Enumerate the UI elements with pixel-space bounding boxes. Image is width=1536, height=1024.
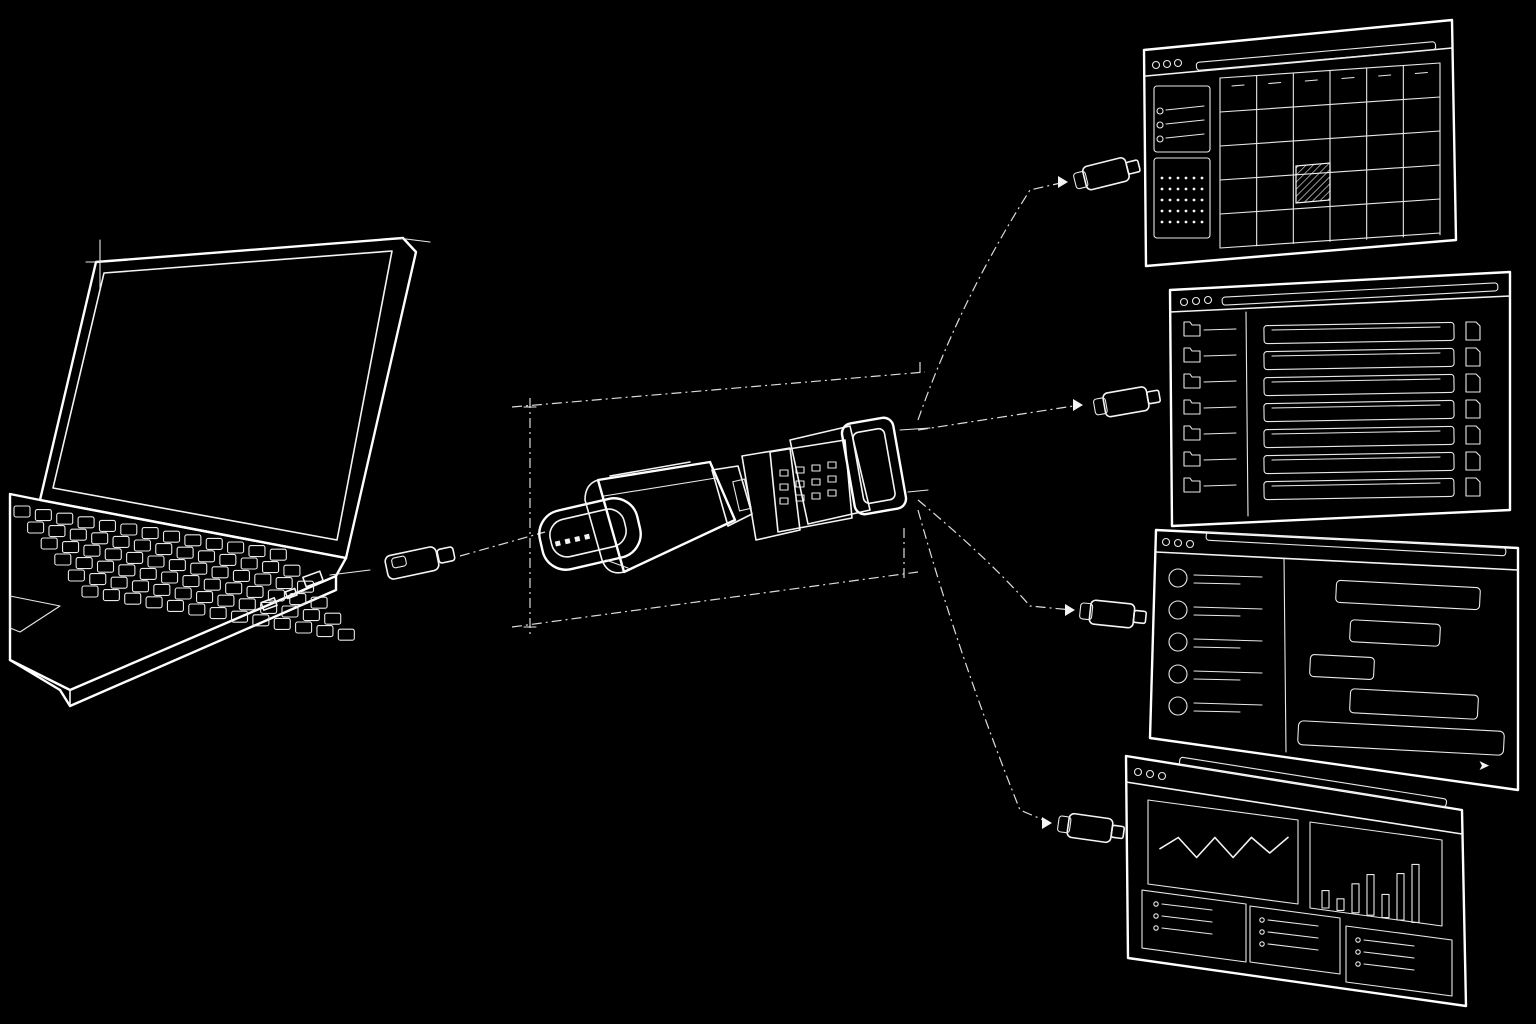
key bbox=[77, 516, 95, 529]
key bbox=[262, 561, 280, 574]
bar bbox=[1381, 893, 1390, 919]
key bbox=[48, 525, 66, 538]
key bbox=[275, 577, 293, 590]
key bbox=[225, 582, 243, 595]
key bbox=[162, 530, 181, 543]
bar bbox=[1366, 874, 1375, 916]
usb-c-plug-icon bbox=[384, 546, 456, 580]
bar bbox=[1396, 873, 1405, 921]
key bbox=[174, 587, 192, 600]
key bbox=[27, 521, 45, 534]
bar bbox=[1336, 898, 1345, 911]
key bbox=[120, 523, 138, 536]
key bbox=[260, 601, 278, 614]
keyboard-icon bbox=[13, 505, 355, 641]
key bbox=[145, 596, 163, 609]
key bbox=[190, 562, 208, 575]
key bbox=[62, 541, 80, 554]
key bbox=[209, 607, 227, 620]
file-browser-window-icon bbox=[1168, 270, 1512, 528]
key bbox=[168, 559, 186, 572]
key bbox=[13, 505, 31, 518]
key bbox=[246, 585, 264, 598]
key bbox=[203, 578, 221, 591]
key bbox=[248, 545, 266, 558]
key bbox=[98, 519, 116, 532]
target-plug-icons bbox=[1057, 157, 1161, 844]
key bbox=[205, 537, 223, 550]
key bbox=[126, 551, 144, 564]
key bbox=[240, 557, 258, 570]
key bbox=[139, 567, 157, 580]
key bbox=[176, 546, 194, 559]
key bbox=[75, 557, 93, 570]
key bbox=[141, 527, 159, 540]
key bbox=[161, 571, 179, 584]
key bbox=[89, 573, 107, 586]
key bbox=[166, 599, 184, 612]
key bbox=[238, 598, 256, 611]
key bbox=[124, 592, 142, 605]
key bbox=[133, 539, 151, 552]
key bbox=[96, 560, 115, 573]
key bbox=[219, 553, 237, 566]
key bbox=[254, 573, 272, 586]
key bbox=[131, 580, 150, 593]
key bbox=[91, 532, 109, 545]
key bbox=[267, 589, 285, 602]
key bbox=[182, 575, 200, 588]
key bbox=[34, 509, 52, 522]
key bbox=[296, 580, 315, 593]
chat-window-icon: ➤ bbox=[1148, 528, 1520, 792]
key bbox=[118, 564, 136, 577]
key bbox=[232, 569, 250, 582]
send-icon: ➤ bbox=[1478, 758, 1490, 774]
key bbox=[69, 528, 87, 541]
key bbox=[269, 548, 287, 561]
key bbox=[110, 576, 128, 589]
key bbox=[196, 591, 214, 604]
key bbox=[230, 610, 249, 623]
key bbox=[281, 605, 299, 618]
key bbox=[316, 625, 334, 638]
key bbox=[197, 550, 216, 563]
key bbox=[67, 569, 85, 582]
key bbox=[40, 537, 58, 550]
key bbox=[56, 512, 74, 525]
key bbox=[273, 617, 291, 630]
key bbox=[102, 589, 120, 602]
key bbox=[81, 585, 99, 598]
bar bbox=[1321, 890, 1330, 909]
key bbox=[295, 621, 313, 634]
laptop-icon bbox=[8, 236, 431, 708]
key bbox=[310, 596, 328, 609]
key bbox=[153, 583, 171, 596]
key bbox=[211, 566, 229, 579]
key bbox=[188, 603, 206, 616]
connection-lines bbox=[917, 176, 1083, 829]
key bbox=[283, 564, 301, 577]
key bbox=[337, 628, 355, 641]
key bbox=[54, 553, 72, 566]
key bbox=[83, 544, 101, 557]
key bbox=[184, 534, 202, 547]
bar bbox=[1411, 863, 1420, 923]
key bbox=[147, 555, 165, 568]
calendar-window-icon bbox=[1142, 18, 1458, 268]
key bbox=[289, 593, 307, 606]
dashboard-window-icon bbox=[1124, 754, 1468, 1008]
key bbox=[302, 609, 320, 622]
usb-c-connector-exploded-icon bbox=[511, 362, 931, 635]
key bbox=[324, 612, 342, 625]
key bbox=[227, 541, 245, 554]
key bbox=[104, 548, 122, 561]
key bbox=[217, 594, 235, 607]
bar bbox=[1351, 883, 1360, 914]
key bbox=[252, 614, 270, 627]
key bbox=[112, 535, 130, 548]
key bbox=[155, 543, 173, 556]
